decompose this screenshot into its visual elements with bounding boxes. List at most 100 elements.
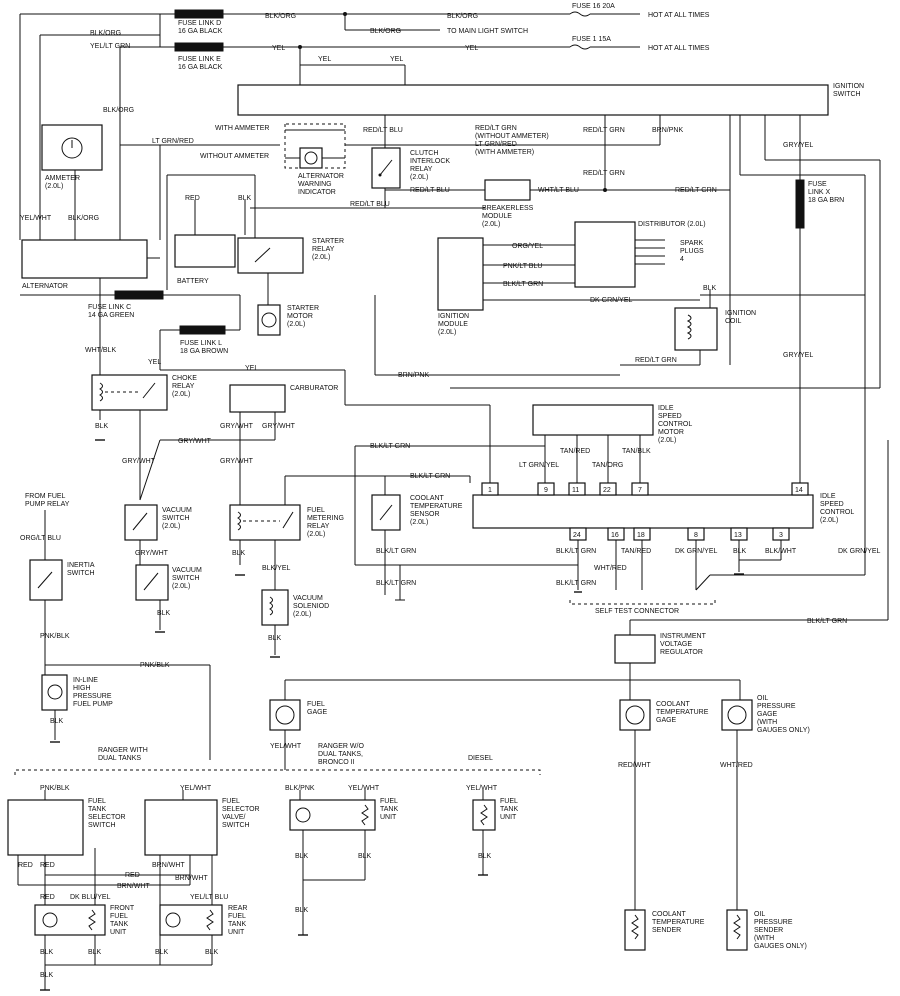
wire-label: BLK <box>358 853 372 860</box>
inertia-switch-box <box>29 559 63 601</box>
ammeter-label: (2.0L) <box>45 183 63 190</box>
battery-box <box>174 234 236 268</box>
fuse-link-label: 16 GA BLACK <box>178 64 223 71</box>
oil-sender-label: PRESSURE <box>754 919 793 926</box>
pin-label: 22 <box>603 487 611 494</box>
vacuum-switch-box <box>124 504 158 541</box>
alternator-label: ALTERNATOR <box>22 283 68 290</box>
wire-label: TAN/BLK <box>622 448 651 455</box>
wire-label: YEL/WHT <box>348 785 380 792</box>
isc-label: CONTROL <box>820 509 854 516</box>
spark-plugs-label: PLUGS <box>680 248 704 255</box>
option-label: RANGER W/O <box>318 743 364 750</box>
wire-label: BLK <box>733 548 747 555</box>
front-tank-box <box>34 904 106 936</box>
wire-label: WHT/RED <box>720 762 753 769</box>
motor-icon <box>165 912 181 928</box>
fuse-links-top <box>19 9 640 240</box>
wire-label: BLK <box>478 853 492 860</box>
wire-label: GRY/WHT <box>178 438 212 445</box>
wire-label: BLK/LT GRN <box>556 548 596 555</box>
wire-label: PNK/BLK <box>40 633 70 640</box>
isc-motor-label: MOTOR <box>658 429 684 436</box>
wire-label: YEL/WHT <box>466 785 498 792</box>
wire-label: GRY/WHT <box>220 423 254 430</box>
wire-label: ORG/YEL <box>512 243 543 250</box>
battery-label: BATTERY <box>177 278 209 285</box>
oil-gage-box <box>721 699 753 731</box>
coolant-gage-label: COOLANT <box>656 701 691 708</box>
front-tank-label: TANK <box>110 921 128 928</box>
ignition-switch-label: IGNITION <box>833 83 864 90</box>
pin-label: 3 <box>779 532 783 539</box>
fuse-16-label: FUSE 16 20A <box>572 3 615 10</box>
vacuum-switch-label: SWITCH <box>172 575 200 582</box>
fuse-16-symbol <box>569 11 591 17</box>
wire-label: BLK/ORG <box>370 28 401 35</box>
ignition-module-label: IGNITION <box>438 313 469 320</box>
option-label: DUAL TANKS <box>98 755 141 762</box>
option-label: RANGER WITH <box>98 747 148 754</box>
main-light-label: TO MAIN LIGHT SWITCH <box>447 28 528 35</box>
wire-label: BRN/PNK <box>398 372 429 379</box>
fuse-link-label: 18 GA BROWN <box>180 348 228 355</box>
coolant-sensor-label: SENSOR <box>410 511 440 518</box>
coolant-sensor-label: TEMPERATURE <box>410 503 463 510</box>
tank-unit-label: TANK <box>380 806 398 813</box>
alt-warning-label: INDICATOR <box>298 189 336 196</box>
gauge-icon <box>625 705 645 725</box>
wire-label: RED/LT GRN <box>583 127 625 134</box>
selector-switch-label: TANK <box>88 806 106 813</box>
option-label: DUAL TANKS, <box>318 751 363 758</box>
wire-label: BLK <box>703 285 717 292</box>
tank-unit-label: FUEL <box>500 798 518 805</box>
distributor-label: DISTRIBUTOR (2.0L) <box>638 221 706 228</box>
wire-label: YEL <box>245 365 258 372</box>
ivr-box <box>614 634 656 664</box>
rear-tank-label: REAR <box>228 905 247 912</box>
vacuum-switch-label: SWITCH <box>162 515 190 522</box>
fuse-link-label: LINK X <box>808 189 831 196</box>
wire-label: BRN/WHT <box>152 862 185 869</box>
ignition-module-label: MODULE <box>438 321 468 328</box>
wire-label: (WITH AMMETER) <box>475 149 534 156</box>
fuse-link-c <box>114 290 164 300</box>
alt-warning-label: WARNING <box>298 181 332 188</box>
ivr-label: INSTRUMENT <box>660 633 707 640</box>
ammeter-label: AMMETER <box>45 175 80 182</box>
wire-label: BRN/WHT <box>117 883 150 890</box>
wire-label: BLK/ORG <box>265 13 296 20</box>
wire-label: TAN/RED <box>560 448 590 455</box>
hot-label: HOT AT ALL TIMES <box>648 12 710 19</box>
fuel-metering-label: (2.0L) <box>307 531 325 538</box>
self-test-label: SELF TEST CONNECTOR <box>595 608 679 615</box>
selector-valve-box <box>144 799 218 856</box>
starter-motor-label: MOTOR <box>287 313 313 320</box>
wire-label: BLK/YEL <box>262 565 291 572</box>
fuel-pump-label: HIGH <box>73 685 91 692</box>
ignition-module-label: (2.0L) <box>438 329 456 336</box>
fuse-link-label: FUSE LINK D <box>178 20 221 27</box>
coolant-sensor-label: COOLANT <box>410 495 445 502</box>
wire-label: BLK <box>295 853 309 860</box>
starter-motor-box <box>257 304 281 336</box>
fuel-gage-label: GAGE <box>307 709 328 716</box>
selector-switch-label: SELECTOR <box>88 814 126 821</box>
clutch-relay-label: CLUTCH <box>410 150 438 157</box>
wire-label: BLK/WHT <box>765 548 797 555</box>
fuse-1-symbol <box>569 44 591 50</box>
front-tank-label: FUEL <box>110 913 128 920</box>
ignition-module-box <box>437 237 484 311</box>
wire-label: BLK <box>205 949 219 956</box>
oil-sender-label: (WITH <box>754 935 774 942</box>
wire-label: BLK/PNK <box>285 785 315 792</box>
wire-label: YEL <box>465 45 478 52</box>
coolant-sensor-label: (2.0L) <box>410 519 428 526</box>
fuse-link-x <box>795 179 805 229</box>
option-label: DIESEL <box>468 755 493 762</box>
fuel-metering-label: FUEL <box>307 507 325 514</box>
wire-label: BLK/LT GRN <box>370 443 410 450</box>
wire-label: BLK <box>155 949 169 956</box>
pin-label: 8 <box>694 532 698 539</box>
rear-tank-label: TANK <box>228 921 246 928</box>
